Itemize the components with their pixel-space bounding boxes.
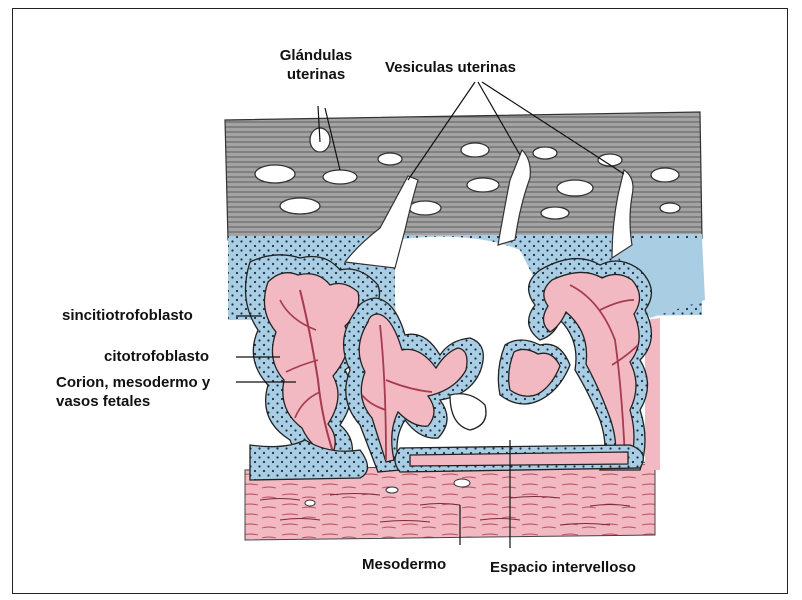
label-glandulas-uterinas: Glándulas uterinas (264, 46, 368, 84)
label-mesodermo: Mesodermo (362, 555, 446, 574)
label-citotrofoblasto: citotrofoblasto (104, 347, 209, 366)
label-vesiculas-uterinas: Vesiculas uterinas (385, 58, 516, 77)
label-corion-mesodermo-vasos: Corion, mesodermo y vasos fetales (56, 373, 210, 411)
label-espacio-intervelloso: Espacio intervelloso (490, 558, 636, 577)
label-sincitiotrofoblasto: sincitiotrofoblasto (62, 306, 193, 325)
